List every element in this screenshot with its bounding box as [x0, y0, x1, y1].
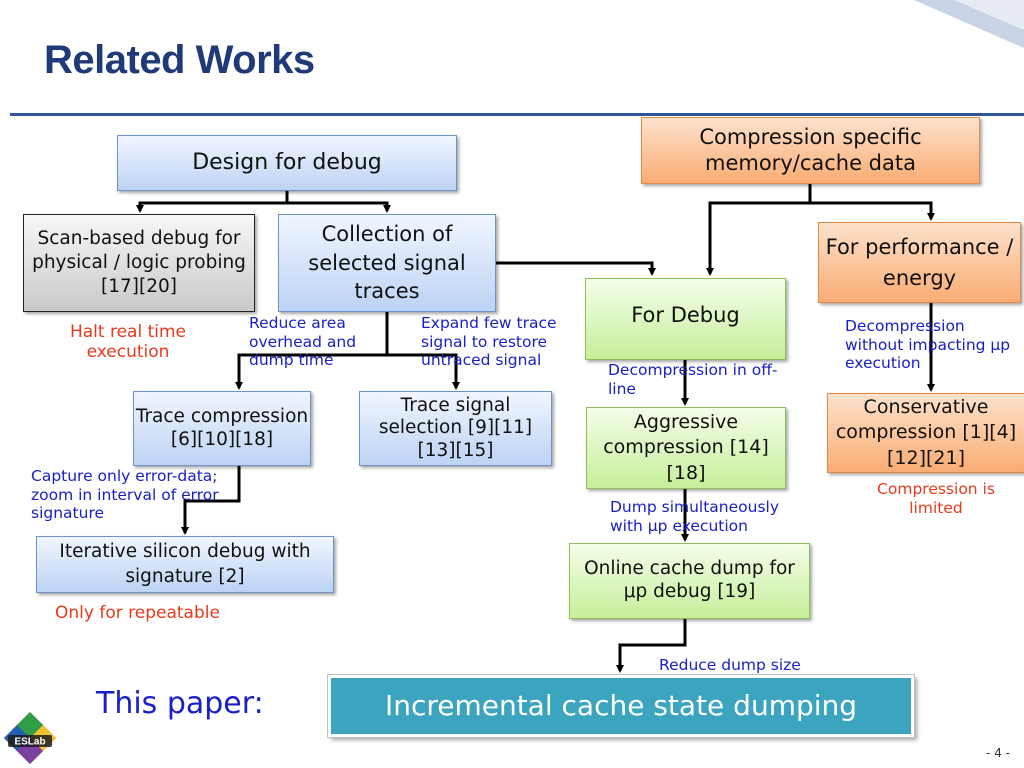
- conservative-compression-label: Conservative compression [1][4][12][21]: [835, 395, 1017, 469]
- aggressive-compression-label: Aggressive compression [14][18]: [603, 410, 769, 484]
- for-debug-box: For Debug: [585, 278, 786, 360]
- this-paper-label: This paper:: [96, 686, 264, 721]
- corner-decoration: [914, 0, 1024, 48]
- conservative-compression-box: Conservative compression [1][4][12][21]: [827, 393, 1024, 473]
- note-reduce-area: Reduce area overhead and dump time: [249, 314, 357, 370]
- trace-signal-selection-label: Trace signal selection [9][11][13][15]: [378, 394, 533, 461]
- note-decompression-without: Decompression without impacting μp execu…: [845, 317, 1011, 373]
- slide-title: Related Works: [44, 38, 315, 82]
- note-reduce-dump-size: Reduce dump size: [659, 656, 801, 674]
- note-compression-limited: Compression is limited: [877, 480, 995, 517]
- note-expand-few: Expand few trace signal to restore untra…: [421, 314, 557, 370]
- incremental-cache-dumping-label: Incremental cache state dumping: [384, 688, 858, 722]
- for-performance-label: For performance / energy: [825, 235, 1014, 290]
- aggressive-compression-box: Aggressive compression [14][18]: [586, 407, 786, 489]
- online-cache-dump-box: Online cache dump for μp debug [19]: [569, 543, 810, 619]
- page-number: - 4 -: [986, 746, 1010, 760]
- trace-compression-box: Trace compression [6][10][18]: [133, 391, 311, 466]
- note-dump-simultaneously: Dump simultaneously with μp execution: [610, 498, 780, 535]
- note-halt-real-time: Halt real time execution: [69, 322, 187, 363]
- compression-specific-box: Compression specific memory/cache data: [641, 117, 980, 184]
- iterative-silicon-debug-label: Iterative silicon debug with signature […: [59, 541, 311, 587]
- collection-box: Collection of selected signal traces: [278, 214, 496, 312]
- for-performance-box: For performance / energy: [818, 222, 1021, 303]
- incremental-cache-dumping-box: Incremental cache state dumping: [327, 674, 915, 738]
- scan-based-debug-box: Scan-based debug for physical / logic pr…: [23, 214, 255, 312]
- eslab-logo: ESLab: [4, 712, 56, 764]
- online-cache-dump-label: Online cache dump for μp debug [19]: [584, 558, 795, 602]
- note-capture-error-data: Capture only error-data; zoom in interva…: [31, 467, 219, 523]
- iterative-silicon-debug-box: Iterative silicon debug with signature […: [36, 536, 334, 593]
- note-only-repeatable: Only for repeatable: [55, 603, 220, 623]
- design-for-debug-box: Design for debug: [117, 135, 457, 191]
- compression-specific-label: Compression specific memory/cache data: [699, 124, 922, 175]
- trace-signal-selection-box: Trace signal selection [9][11][13][15]: [359, 391, 552, 466]
- for-debug-label: For Debug: [631, 303, 740, 327]
- trace-compression-label: Trace compression [6][10][18]: [135, 405, 309, 450]
- note-decompression-offline: Decompression in off-line: [608, 361, 778, 398]
- scan-based-debug-label: Scan-based debug for physical / logic pr…: [32, 228, 246, 297]
- collection-label: Collection of selected signal traces: [308, 221, 466, 304]
- design-for-debug-label: Design for debug: [192, 149, 382, 175]
- title-rule: [10, 113, 1024, 116]
- logo-text: ESLab: [14, 737, 45, 748]
